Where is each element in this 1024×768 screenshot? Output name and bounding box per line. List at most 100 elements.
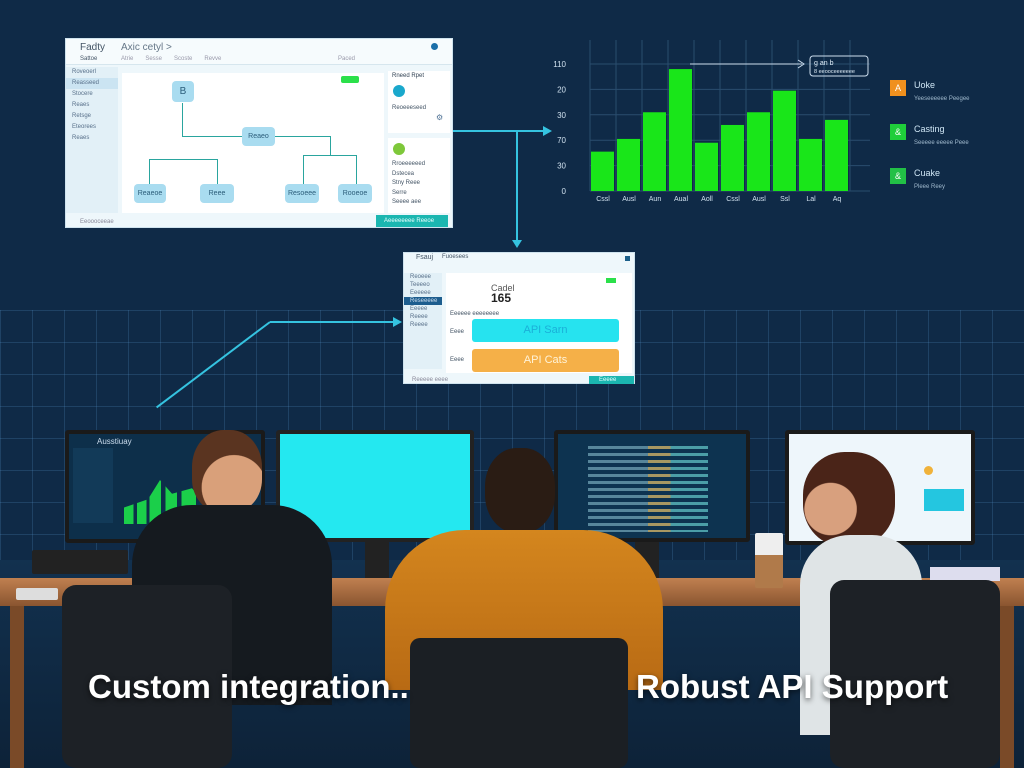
book-stack [930,567,1000,581]
nav-home[interactable]: Sattoe [80,56,98,62]
leaf-icon [393,143,405,155]
bar [695,142,718,191]
connector [303,155,304,184]
connector [149,159,150,184]
nav-tabs: Atrie Sesse Scoste Revve [121,56,221,62]
tab[interactable]: Atrie [121,56,134,62]
bar [747,112,770,191]
sidebar-item[interactable]: Reseeeee [404,297,442,305]
chair [410,638,628,768]
legend-sub: Yeeseeeeee Peegee [914,96,970,102]
x-tick-label: Aoll [701,196,713,203]
sidebar-item[interactable]: Reasseed [66,78,118,89]
tab[interactable]: Sesse [145,56,163,62]
x-tick-label: Ssl [780,196,790,203]
node-top[interactable]: B [172,81,194,102]
sidebar-item[interactable]: Eeeeee [410,290,431,296]
bar [617,138,640,191]
sidebar-item[interactable]: Eeeee [410,306,428,312]
tab[interactable]: Revve [204,56,222,62]
gear-icon[interactable]: ⚙ [436,113,444,122]
sidebar-item[interactable]: Stocere [72,91,93,97]
node-bottom[interactable]: Reaeoe [134,184,166,203]
row-label: Eeee [450,357,465,363]
panel-item: Reoeeeseed [392,105,427,111]
connector-arrow [453,130,545,132]
bar [643,112,666,191]
y-tick-label: 30 [557,162,566,171]
sidebar-item[interactable]: Reaes [72,102,90,108]
status-text: Eeoooceeae [80,219,114,225]
metric-label: Cadel [491,283,515,293]
annotation-box [809,55,869,77]
list-item[interactable]: Seeee aee [392,199,422,205]
node-bottom[interactable]: Resoeee [285,184,319,203]
list-item[interactable]: Rroeeeeeed [392,161,426,167]
x-tick-label: Cssl [596,196,610,203]
arrowhead-icon [512,240,522,248]
api-cats-button[interactable]: API Cats [472,349,619,372]
sidebar: Roveoerl Reasseed Stocere Reaes Retsge E… [66,67,118,213]
connector [330,136,331,155]
legend-swatch: A [890,80,906,96]
user-avatar[interactable] [625,256,630,261]
sidebar: Reoeee Teeeeo Eeeeee Reseeeee Eeeee Reee… [404,273,442,369]
legend-swatch: & [890,124,906,140]
desk-leg [10,606,24,768]
row-label: Eeee [450,329,465,335]
x-tick-label: Cssl [726,196,740,203]
connector [149,159,217,160]
legend-sub: Seeeee eeeee Peee [914,140,969,146]
sidebar-item[interactable]: Reaes [72,135,90,141]
chair [830,580,1000,768]
chair [62,585,232,768]
node-bottom[interactable]: Rooeoe [338,184,372,203]
connector [356,155,357,184]
x-tick-label: Ausl [752,196,766,203]
tab[interactable]: Scoste [174,56,193,62]
center-label: Paced [338,56,356,62]
monitor-card [924,489,964,511]
toggle-switch[interactable]: on [341,76,359,83]
panel-avatar [393,85,405,97]
connector [303,155,356,156]
annotation-text: 8 eeooceeeeeee [814,69,855,75]
connector-arrow [270,321,395,323]
list-item[interactable]: Stny Reee [392,180,421,186]
bar [825,119,848,191]
action-button[interactable]: Eeeee [589,376,634,384]
user-avatar[interactable] [431,43,438,50]
sidebar-item[interactable]: Reeee [410,322,428,328]
app-title: Fadty [80,42,106,53]
connector [182,136,242,137]
arrowhead-icon [797,59,805,69]
list-item[interactable]: Serre [392,189,407,196]
sidebar-item[interactable]: Reeee [410,314,428,320]
legend-title: Uoke [914,80,936,90]
monitor-code [554,430,750,542]
sidebar-item[interactable]: Roveoerl [72,69,97,75]
node-bottom[interactable]: Reee [200,184,234,203]
sidebar-item[interactable]: Retsge [72,113,92,119]
x-tick-label: Ausl [622,196,636,203]
connector [217,159,218,184]
page-subtitle: Fuoesees [442,254,469,260]
node-center[interactable]: Reaeo [242,127,275,146]
right-panel-list: Rroeeeeeed Dstecea Stny Reee Serre Seeee… [388,138,450,213]
coffee-cup [755,533,783,588]
toggle-switch[interactable] [606,278,616,283]
api-sarn-button[interactable]: API Sarn [472,319,619,342]
list-item[interactable]: Dstecea [392,170,415,177]
legend-swatch: & [890,168,906,184]
sidebar-item[interactable]: Eteorees [72,124,97,130]
x-tick-label: Aual [674,196,688,203]
action-button[interactable]: Aeeeeeeee Reeoe [376,215,448,227]
bar [721,124,744,191]
sidebar-item[interactable]: Teeeeo [410,282,430,288]
annotation-text: g an b [814,60,834,67]
connector [275,136,330,137]
sidebar-item[interactable]: Reoeee [410,274,432,280]
